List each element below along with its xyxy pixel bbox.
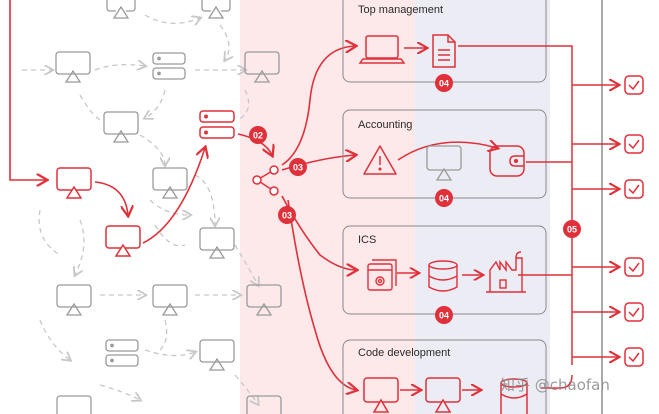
warning-icon bbox=[363, 145, 397, 175]
monitor-icon-active bbox=[363, 377, 399, 413]
monitor-icon bbox=[106, 0, 136, 19]
checkbox-check-icon bbox=[624, 75, 644, 95]
monitor-icon bbox=[55, 51, 91, 83]
watermark: 知乎 @chaofan bbox=[500, 376, 610, 394]
monitor-icon-active bbox=[105, 225, 141, 257]
monitor-icon bbox=[246, 284, 282, 316]
svg-text:05: 05 bbox=[567, 225, 577, 235]
gray-network-links bbox=[22, 14, 258, 404]
factory-icon bbox=[486, 251, 526, 293]
monitor-icon bbox=[426, 145, 462, 181]
step-badge-distribute-top: 03 bbox=[289, 158, 307, 176]
server-icon-active bbox=[199, 110, 235, 139]
svg-text:03: 03 bbox=[293, 163, 303, 173]
monitor-icon bbox=[152, 284, 188, 316]
monitor-icon-active bbox=[56, 167, 92, 199]
checkbox-check-icon bbox=[624, 302, 644, 322]
document-icon bbox=[432, 34, 456, 68]
monitor-icon bbox=[56, 284, 92, 316]
step-badge-verify: 05 bbox=[563, 220, 581, 238]
dept-title-ics: ICS bbox=[358, 234, 377, 246]
monitor-icon bbox=[244, 51, 280, 83]
monitor-icon bbox=[201, 0, 231, 19]
database-icon bbox=[428, 260, 458, 292]
checkbox-check-icon bbox=[624, 347, 644, 367]
monitor-icon bbox=[56, 395, 92, 414]
verification-links bbox=[458, 45, 618, 389]
server-icon bbox=[152, 52, 186, 80]
lavender-panel bbox=[415, 0, 550, 414]
svg-text:03: 03 bbox=[282, 211, 292, 221]
dept-badge-ics: 04 bbox=[435, 306, 453, 324]
svg-text:04: 04 bbox=[439, 311, 449, 321]
server-icon bbox=[105, 339, 139, 367]
monitor-icon bbox=[103, 111, 139, 143]
svg-text:04: 04 bbox=[439, 79, 449, 89]
svg-text:02: 02 bbox=[253, 131, 263, 141]
monitor-icon-active bbox=[425, 377, 461, 413]
checkbox-check-icon bbox=[624, 134, 644, 154]
monitor-icon bbox=[152, 167, 188, 199]
gear-settings-icon bbox=[367, 259, 397, 291]
dept-title-top-management: Top management bbox=[358, 4, 443, 16]
step-badge-aggregate: 02 bbox=[249, 126, 267, 144]
dept-title-accounting: Accounting bbox=[358, 119, 413, 131]
database-icon bbox=[500, 378, 528, 414]
wallet-icon bbox=[489, 145, 525, 177]
share-icon bbox=[252, 165, 279, 196]
arrow bbox=[397, 142, 497, 161]
dept-box-code-development bbox=[342, 339, 547, 414]
svg-text:04: 04 bbox=[439, 194, 449, 204]
step-badge-distribute-bottom: 03 bbox=[278, 206, 296, 224]
monitor-icon bbox=[246, 395, 282, 414]
dept-title-code-development: Code development bbox=[358, 347, 451, 359]
dept-badge-accounting: 04 bbox=[435, 189, 453, 207]
pink-panel bbox=[240, 0, 415, 414]
monitor-icon bbox=[199, 227, 235, 259]
checkbox-check-icon bbox=[624, 179, 644, 199]
monitor-icon bbox=[199, 339, 235, 371]
checkbox-check-icon bbox=[624, 257, 644, 277]
laptop-icon bbox=[358, 35, 406, 64]
dept-badge-top-management: 04 bbox=[435, 74, 453, 92]
